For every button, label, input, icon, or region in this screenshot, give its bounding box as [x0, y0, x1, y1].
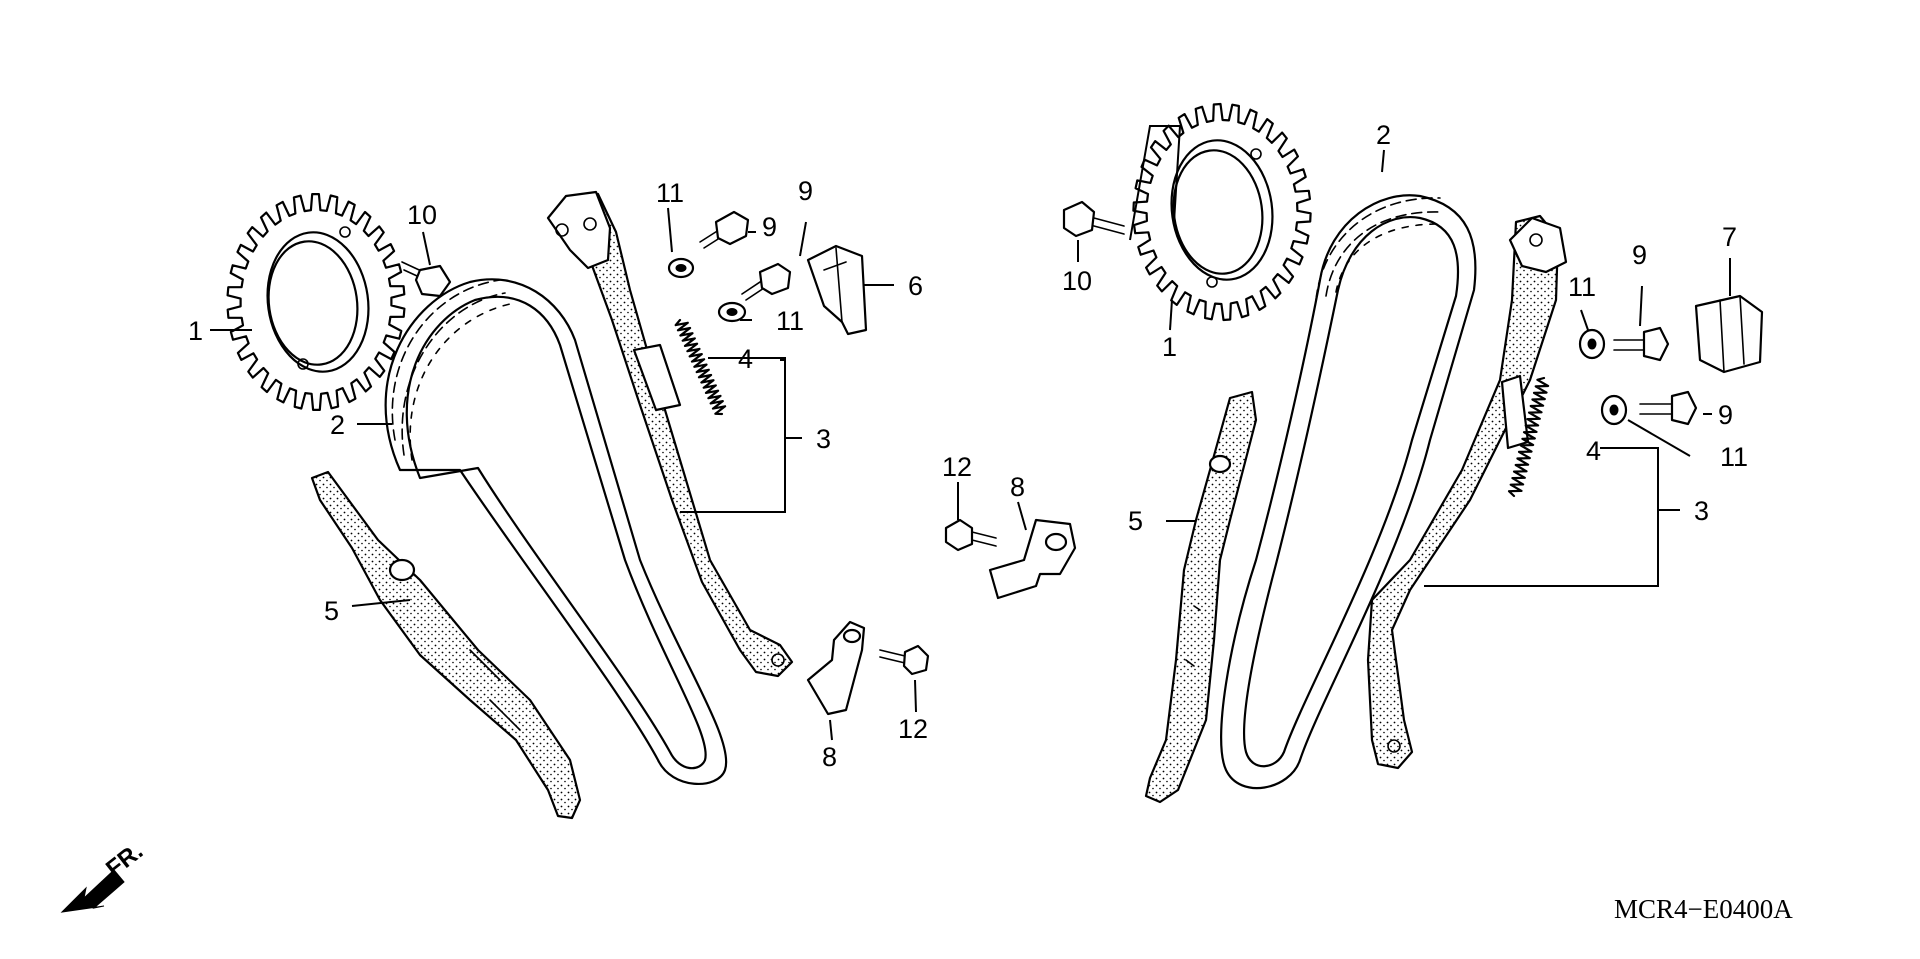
callout-3: 3 — [816, 424, 831, 454]
left-upper-chain-guide — [806, 244, 868, 336]
callout-5: 5 — [1128, 506, 1143, 536]
left-bolt-9-lower — [741, 262, 792, 301]
right-tensioner-arm — [1366, 214, 1568, 770]
callout-9: 9 — [798, 176, 813, 206]
callout-8: 8 — [1010, 472, 1025, 502]
right-sprocket-bolt — [1062, 200, 1125, 238]
callout-5: 5 — [324, 596, 339, 626]
center-bolt-12-upper — [944, 518, 997, 552]
callout-6: 6 — [908, 271, 923, 301]
diagram-code: MCR4−E0400A — [1614, 894, 1793, 924]
left-sprocket-bolt — [401, 261, 452, 298]
callout-11: 11 — [1720, 442, 1748, 472]
callout-labels: 1 2 5 4 3 10 9 9 6 11 11 12 8 8 12 2 10 … — [188, 120, 1748, 772]
right-washer-11-lower — [1600, 394, 1628, 426]
callout-4: 4 — [1586, 436, 1601, 466]
left-washer-11-lower — [717, 301, 747, 323]
callout-7: 7 — [1722, 222, 1737, 252]
callout-4: 4 — [738, 344, 753, 374]
callout-9: 9 — [1718, 400, 1733, 430]
right-chain-guide — [1144, 390, 1258, 804]
callout-11: 11 — [1568, 272, 1596, 302]
left-cam-chain — [384, 278, 728, 786]
callout-2: 2 — [1376, 120, 1391, 150]
left-washer-11-upper — [667, 257, 695, 279]
callout-8: 8 — [822, 742, 837, 772]
left-bolt-9-upper — [699, 210, 750, 249]
callout-12: 12 — [942, 452, 972, 482]
callout-3: 3 — [1694, 496, 1709, 526]
left-chain-guide — [310, 470, 582, 820]
callout-11: 11 — [776, 306, 804, 336]
center-plate-8-upper — [988, 518, 1077, 600]
right-tensioner-spring — [1507, 376, 1550, 498]
right-cam-sprocket — [1132, 102, 1312, 322]
callout-1: 1 — [188, 316, 203, 346]
center-bolt-12-lower — [879, 644, 930, 676]
callout-9: 9 — [762, 212, 777, 242]
right-bolt-9-lower — [1639, 390, 1698, 426]
callout-10: 10 — [1062, 266, 1092, 296]
callout-9: 9 — [1632, 240, 1647, 270]
center-plate-8-lower — [806, 620, 866, 716]
left-cam-sprocket — [226, 193, 406, 411]
callout-12: 12 — [898, 714, 928, 744]
right-upper-chain-guide — [1694, 294, 1764, 374]
callout-1: 1 — [1162, 332, 1177, 362]
right-cam-chain — [1220, 194, 1477, 790]
front-arrow-icon: FR. — [60, 838, 148, 913]
callout-10: 10 — [407, 200, 437, 230]
callout-2: 2 — [330, 410, 345, 440]
callout-11: 11 — [656, 178, 684, 208]
left-tensioner-arm — [546, 190, 794, 678]
leader-lines — [210, 125, 1731, 741]
right-bolt-9-upper — [1613, 326, 1670, 362]
left-tensioner-spring — [674, 318, 727, 416]
right-washer-11-upper — [1578, 328, 1606, 360]
